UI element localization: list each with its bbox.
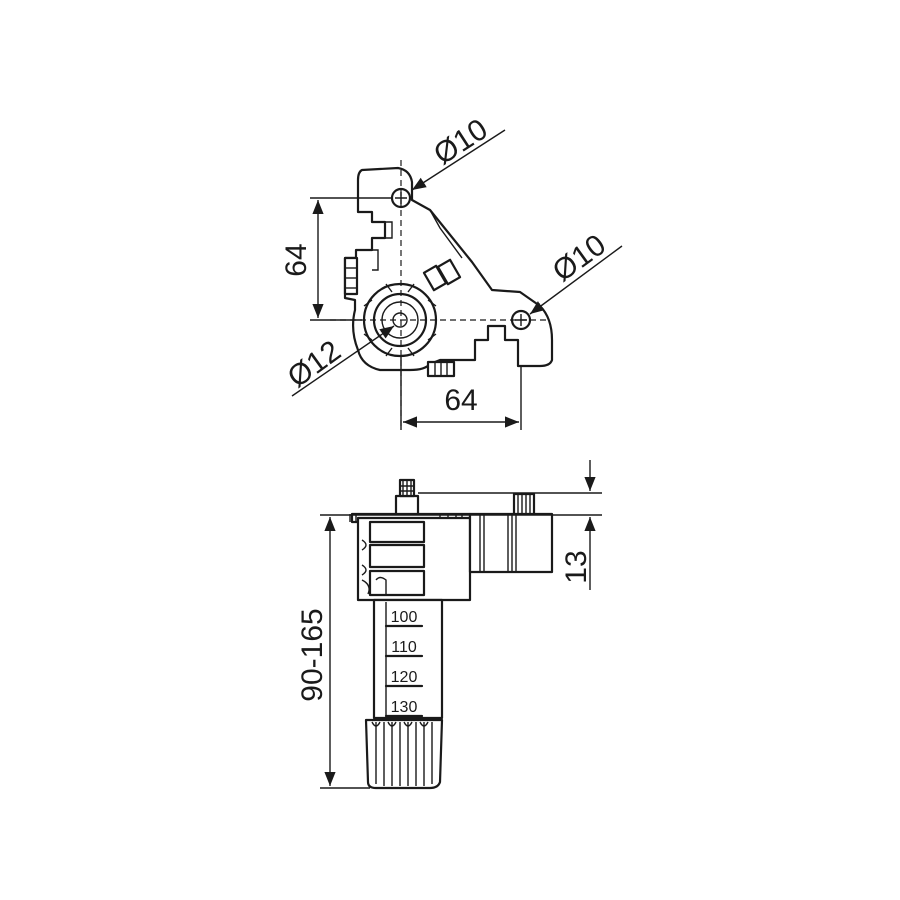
scale-mark-100: 100 <box>391 609 418 626</box>
scale-mark-110: 110 <box>391 639 417 656</box>
dim-height-label: 90-165 <box>296 608 329 701</box>
right-connector <box>512 492 536 516</box>
dim-vertical-label: 64 <box>280 243 313 276</box>
scale-mark-120: 120 <box>391 669 418 686</box>
ribbed-foot <box>364 718 444 790</box>
dim-top-label: 13 <box>560 550 593 583</box>
body-block-2 <box>368 543 426 569</box>
bracket-inner-edge <box>372 209 463 271</box>
leader-upper-hole <box>411 129 506 191</box>
body-block-1 <box>368 520 426 544</box>
dia-right-label: Ø10 <box>547 228 612 288</box>
top-connector <box>394 494 420 516</box>
dim-horizontal-label: 64 <box>444 384 477 417</box>
tab-right <box>436 258 462 286</box>
top-view: 64 64 Ø10 Ø10 Ø12 <box>280 113 623 430</box>
leader-right-hole <box>529 245 623 315</box>
right-arm <box>468 512 554 574</box>
dia-main-label: Ø12 <box>282 334 347 394</box>
side-view: 13 100 110 120 130 90-165 <box>296 460 602 790</box>
scale-mark-130: 130 <box>391 699 418 716</box>
dia-upper-label: Ø10 <box>428 113 494 172</box>
left-clip <box>343 256 359 296</box>
leader-main-port <box>291 325 395 397</box>
body-block-3 <box>368 569 426 597</box>
tab-left <box>422 264 448 292</box>
